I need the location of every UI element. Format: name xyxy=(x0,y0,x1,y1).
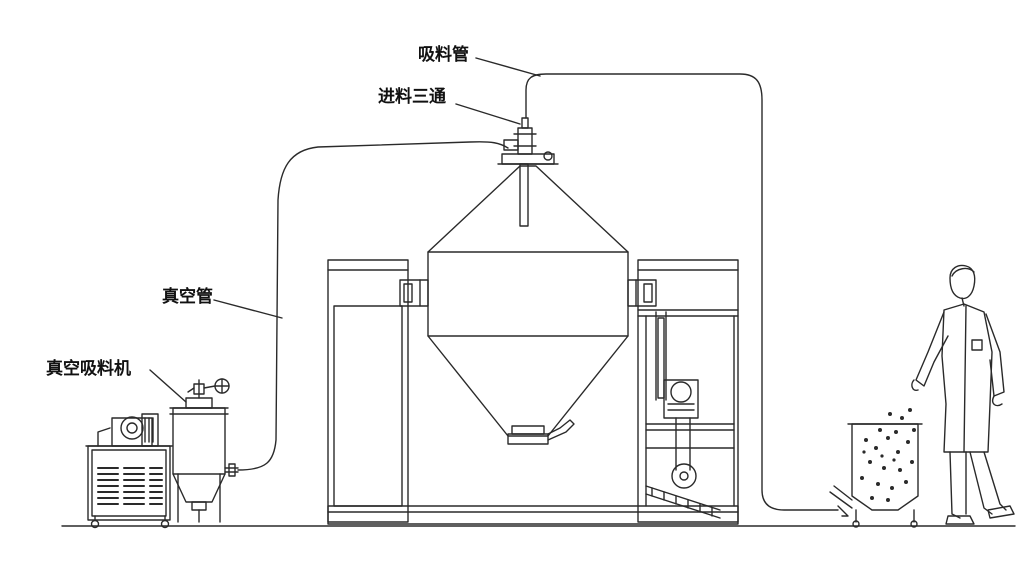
feed-tee-fitting xyxy=(503,117,553,161)
granular-material xyxy=(860,408,916,502)
label-suction-pipe: 吸料管 xyxy=(418,44,469,65)
suction-pipe-leader xyxy=(475,57,541,77)
operator-figure xyxy=(911,264,1015,525)
cabinet-vents xyxy=(97,467,163,505)
vacuum-loader-machine xyxy=(85,413,173,529)
double-cone-mixer xyxy=(327,153,739,525)
vacuum-pipe-leader xyxy=(213,299,283,319)
vacuum-loader-leader xyxy=(149,369,187,403)
drive-motor xyxy=(663,379,699,419)
blower-motor xyxy=(111,413,159,447)
feed-tee-leader xyxy=(455,103,521,125)
label-vacuum-pipe: 真空管 xyxy=(162,286,213,307)
loader-hopper xyxy=(169,378,239,523)
label-vacuum-loader: 真空吸料机 xyxy=(46,358,131,379)
feed-hopper xyxy=(829,423,923,528)
vacuum-pipe xyxy=(237,141,509,471)
label-feed-tee: 进料三通 xyxy=(378,86,446,107)
suction-pipe xyxy=(525,73,839,511)
